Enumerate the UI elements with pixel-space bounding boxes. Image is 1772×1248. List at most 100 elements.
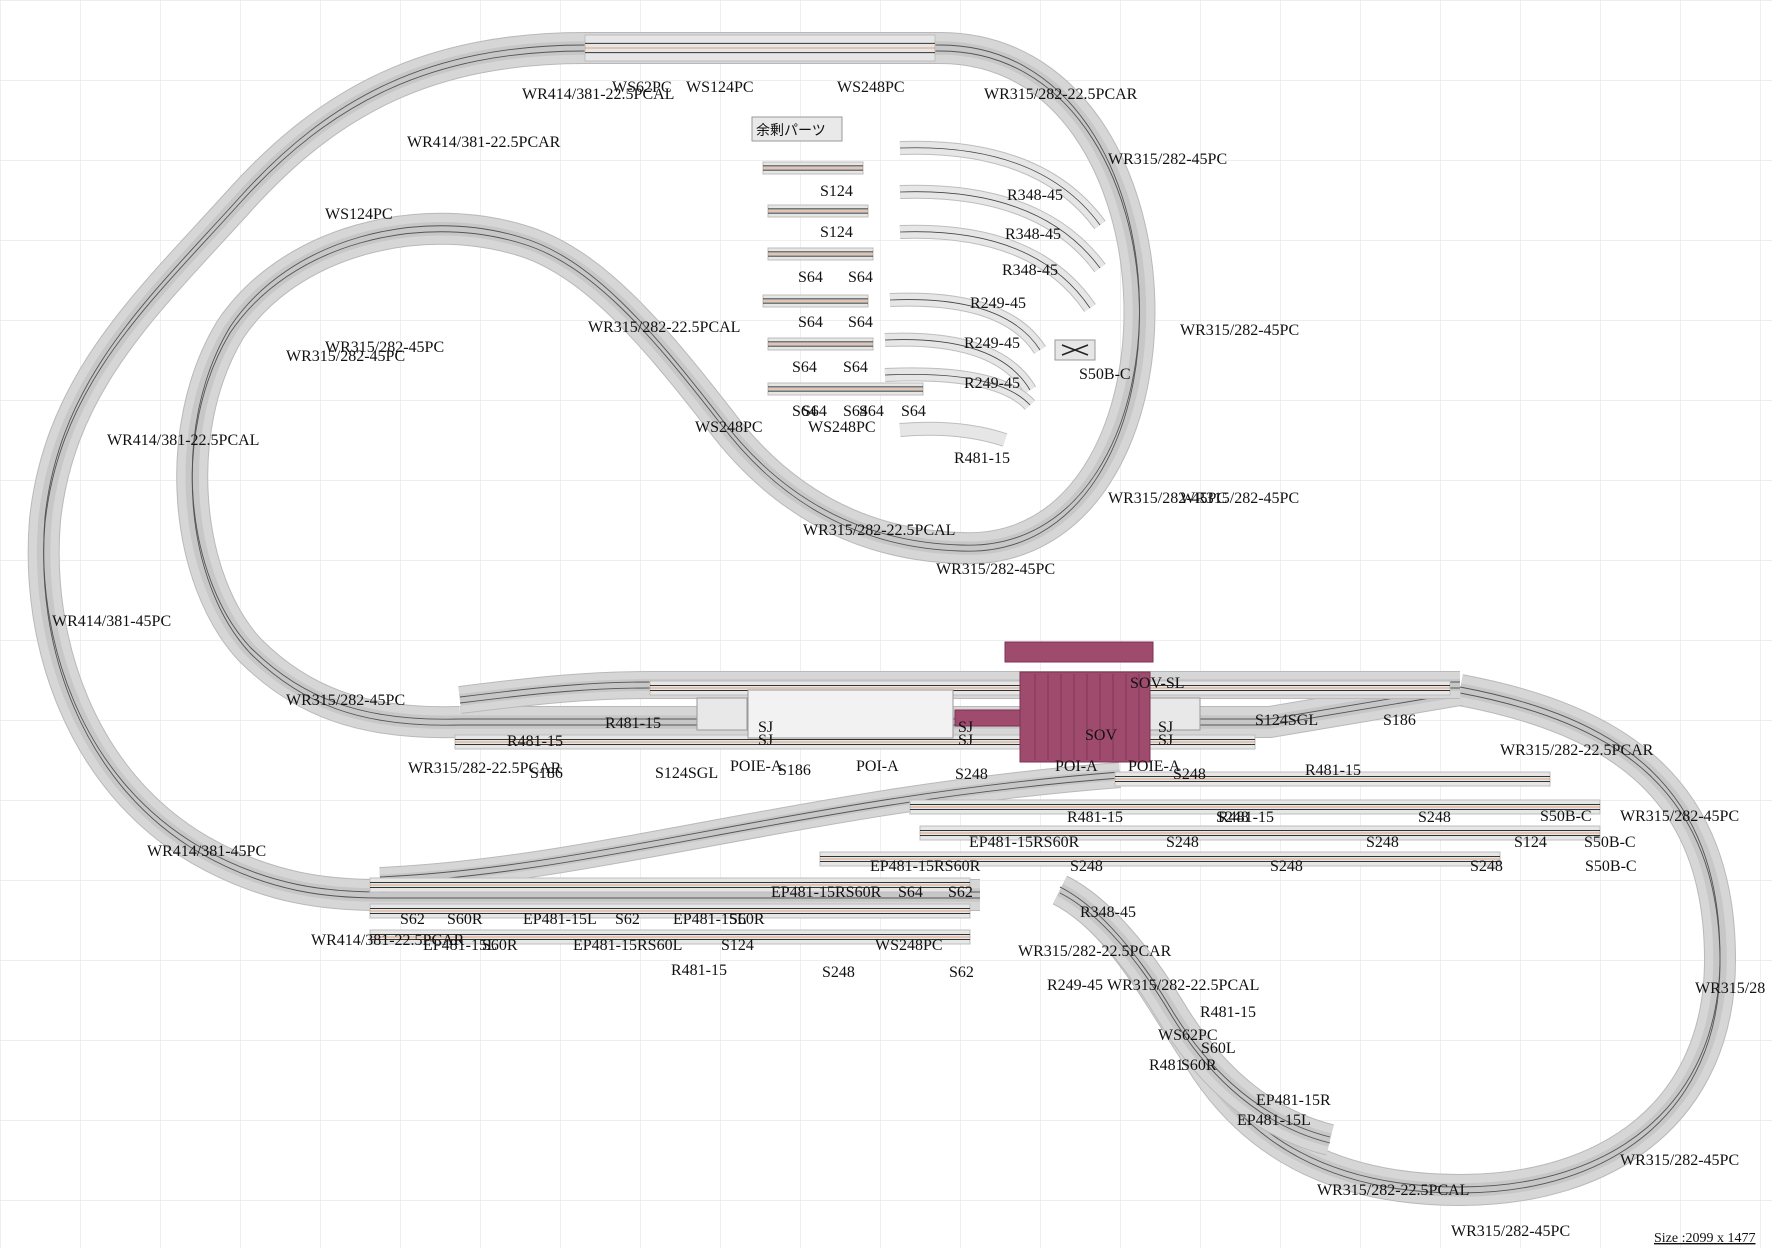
track-label: POI-A — [1055, 758, 1098, 775]
size-label: Size :2099 x 1477 — [1654, 1231, 1756, 1246]
track-label: WR414/381-22.5PCAR — [311, 932, 465, 949]
platform-concrete — [747, 689, 954, 739]
track-label: WR315/282-22.5PCAR — [1500, 742, 1654, 759]
siding-1 — [1114, 771, 1551, 787]
track-label: S64 — [843, 403, 868, 420]
spare-curve-6 — [884, 367, 1036, 411]
track-label: WR315/282-45PC — [286, 692, 405, 709]
track-label: WR414/381-45PC — [52, 613, 171, 630]
track-label: S248 — [1418, 809, 1451, 826]
spare-curve-3 — [899, 224, 1096, 312]
track-label: WR315/282-22.5PCAL — [588, 319, 740, 336]
track-label: S64 — [848, 269, 873, 286]
track-label: EP481-15RS60R — [969, 834, 1080, 851]
siding-6 — [369, 903, 971, 919]
spare-straight-2 — [767, 204, 869, 218]
track-label: EP481-15L — [1237, 1112, 1311, 1129]
spare-curve-5 — [884, 332, 1037, 394]
spare-straight-1 — [762, 161, 864, 175]
track-label: S50B-C — [1540, 808, 1592, 825]
track-label: R481-15 — [954, 450, 1010, 467]
track-label: S64 — [798, 314, 823, 331]
track-label: S248 — [1166, 834, 1199, 851]
track-label: R348-45 — [1080, 904, 1136, 921]
spare-straight-3 — [767, 247, 874, 261]
track-label: WS248PC — [808, 419, 876, 436]
track-label: WR315/282-22.5PCAL — [803, 522, 955, 539]
spare-straight-5 — [767, 337, 874, 351]
track-label: S62 — [400, 911, 425, 928]
track-label: SJ — [958, 732, 973, 749]
track-label: SJ — [758, 732, 773, 749]
track-label: EP481-15L — [423, 937, 497, 954]
track-label: EP481-15L — [673, 911, 747, 928]
track-label: S248 — [1366, 834, 1399, 851]
track-label: S248 — [822, 964, 855, 981]
track-label: SJ — [1158, 719, 1173, 736]
track-label: WR315/282-45PC — [936, 561, 1055, 578]
station-platform — [696, 641, 1201, 763]
track-label: S64 — [792, 403, 817, 420]
track-label: WS248PC — [837, 79, 905, 96]
outer-loop-track — [27, 32, 980, 911]
spare-parts-label: 余剰パーツ — [756, 122, 826, 139]
track-label: WR315/282-22.5PCAL — [1107, 977, 1259, 994]
spare-straight-6 — [767, 382, 924, 396]
track-label: S64 — [898, 884, 923, 901]
track-label: SJ — [958, 719, 973, 736]
track-label: WR315/282-45PC — [325, 339, 444, 356]
track-label: WR315/282-22.5PCAR — [984, 86, 1138, 103]
station-building — [1019, 671, 1151, 763]
track-label: S64 — [843, 359, 868, 376]
spare-parts-box: 余剰パーツ — [751, 116, 843, 142]
track-label: S248 — [1070, 858, 1103, 875]
track-label: S64 — [859, 403, 884, 420]
track-label: S124 — [1514, 834, 1547, 851]
track-label: R348-45 — [1002, 262, 1058, 279]
platform-end-left — [696, 697, 748, 731]
track-label: WR315/282-45PC — [286, 348, 405, 365]
track-label: S60R — [482, 937, 518, 954]
station-stairs — [954, 709, 1021, 727]
track-label: R481-15 — [1305, 762, 1361, 779]
track-label: R481-15 — [671, 962, 727, 979]
track-label: R481-15 — [1218, 809, 1274, 826]
track-label: S248 — [1270, 858, 1303, 875]
track-label: S248 — [955, 766, 988, 783]
track-label: S64 — [802, 403, 827, 420]
track-label: S60R — [447, 911, 483, 928]
track-label: EP481-15L — [523, 911, 597, 928]
spare-straight-4 — [762, 294, 869, 308]
siding-5 — [369, 877, 971, 893]
track-label: S62 — [949, 964, 974, 981]
track-label: R348-45 — [1005, 226, 1061, 243]
spare-bumper — [1054, 339, 1096, 361]
spare-curve-1 — [899, 140, 1106, 230]
track-label: S62 — [615, 911, 640, 928]
track-label: R249-45 — [964, 335, 1020, 352]
track-label: EP481-15R — [1256, 1092, 1331, 1109]
track-label: R249-45 — [1047, 977, 1103, 994]
spare-curve-2 — [899, 184, 1106, 273]
track-label: POIE-A — [730, 758, 783, 775]
track-label: R481-15 — [507, 733, 563, 750]
track-label: S248 — [1470, 858, 1503, 875]
track-label: WR315/282-45PC — [1451, 1223, 1570, 1240]
station-line-upper — [458, 671, 1460, 714]
platform-end-right — [1149, 697, 1201, 731]
track-label: EP481-15RS60R — [771, 884, 882, 901]
track-label: WS248PC — [875, 937, 943, 954]
track-label: WR414/381-22.5PCAL — [107, 432, 259, 449]
track-label: R481-15 — [1067, 809, 1123, 826]
track-label: S124SGL — [1255, 712, 1318, 729]
track-label: S64 — [901, 403, 926, 420]
track-label: S124SGL — [655, 765, 718, 782]
track-label: S64 — [792, 359, 817, 376]
track-label: WR414/381-22.5PCAR — [407, 134, 561, 151]
siding-3 — [919, 825, 1601, 841]
track-label: S248 — [1216, 809, 1249, 826]
track-label: S64 — [798, 269, 823, 286]
track-label: WS124PC — [325, 206, 393, 223]
branch-track — [1052, 875, 1335, 1156]
